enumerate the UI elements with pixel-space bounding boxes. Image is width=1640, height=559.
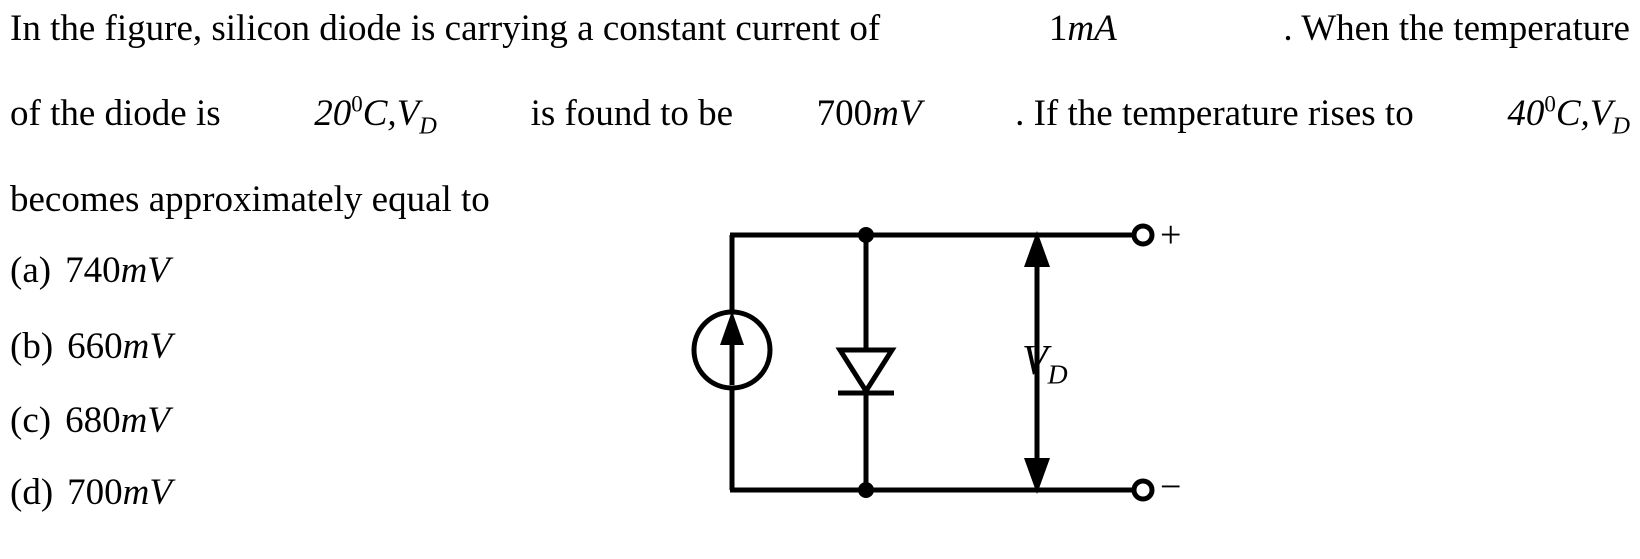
q2-mid2: . If the temperature rises to <box>1015 93 1414 134</box>
q2-voltage-unit: mV <box>872 93 922 134</box>
q2-temp2-sup: 0 <box>1544 91 1556 117</box>
q2-var2: V <box>1589 93 1613 134</box>
q2-temp1-value: 20 <box>314 93 352 134</box>
q2-var1: V <box>396 93 420 134</box>
option-c-unit: mV <box>120 400 170 441</box>
question-line-3: becomes approximately equal to <box>10 179 490 220</box>
q2-mid: is found to be <box>530 93 734 134</box>
q1-suffix: . When the temperature <box>1283 8 1630 49</box>
option-a-label: (a) <box>10 250 52 291</box>
q2-voltage-value: 700 <box>816 93 873 134</box>
option-d-label: (d) <box>10 472 54 513</box>
voltage-label-v: V <box>1022 338 1048 384</box>
q2-temp-40: 400C,VD <box>1507 91 1630 138</box>
option-b-value: 660 <box>67 326 123 367</box>
q2-temp1-unit: C, <box>362 93 397 134</box>
option-a-value: 740 <box>65 250 121 291</box>
option-c-value: 680 <box>65 400 121 441</box>
voltage-label-vd: VD <box>1022 338 1068 388</box>
option-d-unit: mV <box>122 472 172 513</box>
q2-temp-20: 200C,VD <box>314 91 437 138</box>
option-c-label: (c) <box>10 400 52 441</box>
option-b[interactable]: (b) 660mV <box>10 328 172 365</box>
voltage-arrow-head-up <box>1024 231 1050 267</box>
current-source-arrow-head <box>720 311 744 345</box>
option-d[interactable]: (d) 700mV <box>10 474 172 511</box>
circuit-diagram-figure <box>690 205 1230 525</box>
q1-current: 1mA <box>1049 10 1117 47</box>
current-source-symbol <box>691 309 773 391</box>
q2-temp2-value: 40 <box>1507 93 1545 134</box>
q1-current-value: 1 <box>1048 8 1068 49</box>
q2-var1-sub: D <box>419 112 437 140</box>
option-b-label: (b) <box>10 326 54 367</box>
voltage-arrow-head-down <box>1024 458 1050 494</box>
diode-symbol <box>835 347 897 396</box>
q1-current-unit: mA <box>1067 8 1117 49</box>
option-c[interactable]: (c) 680mV <box>10 402 170 439</box>
question-line-2: of the diode is 200C,VD is found to be 7… <box>10 91 1630 138</box>
q2-var2-sub: D <box>1612 112 1630 140</box>
option-d-value: 700 <box>67 472 123 513</box>
voltage-label-sub-d: D <box>1047 358 1068 390</box>
terminal-plus-sign: + <box>1160 214 1182 256</box>
voltage-measure-arrow <box>1024 231 1050 494</box>
q2-prefix: of the diode is <box>10 93 221 134</box>
terminal-negative-node[interactable] <box>1131 478 1155 502</box>
terminal-positive-node[interactable] <box>1131 223 1155 247</box>
option-b-unit: mV <box>122 326 172 367</box>
terminal-minus-sign: − <box>1160 466 1182 508</box>
q2-voltage: 700mV <box>817 95 922 132</box>
q2-temp2-unit: C, <box>1555 93 1590 134</box>
question-line-1: In the figure, silicon diode is carrying… <box>10 10 1630 47</box>
node-dot-top <box>858 227 874 243</box>
q2-temp1-sup: 0 <box>351 91 363 117</box>
node-dot-bottom <box>858 482 874 498</box>
diode-triangle <box>835 347 897 396</box>
option-a[interactable]: (a) 740mV <box>10 252 170 289</box>
option-a-unit: mV <box>120 250 170 291</box>
q1-prefix: In the figure, silicon diode is carrying… <box>10 8 881 49</box>
